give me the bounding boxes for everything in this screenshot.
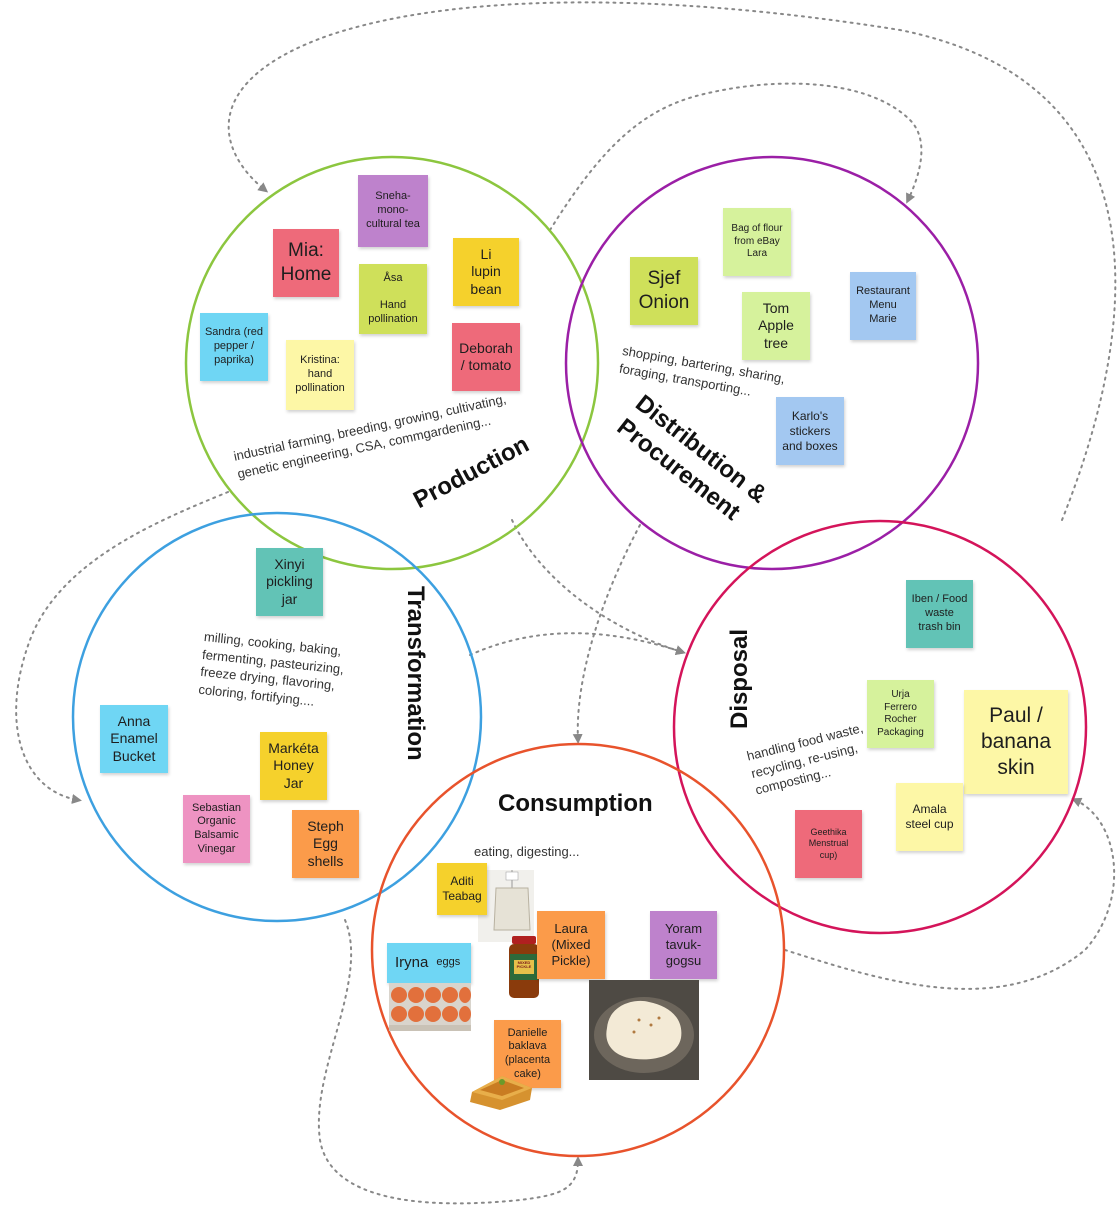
distribution-circle (564, 155, 980, 571)
note-deborah[interactable]: Deborah / tomato (452, 323, 520, 391)
note-karlo[interactable]: Karlo's stickers and boxes (776, 397, 844, 465)
note-aditi[interactable]: Aditi Teabag (437, 863, 487, 915)
pickle-jar-image: MIXED PICKLE (506, 936, 542, 1000)
note-kristina[interactable]: Kristina: hand pollination (286, 340, 354, 410)
note-sebastian[interactable]: Sebastian Organic Balsamic Vinegar (183, 795, 250, 863)
transformation-description: milling, cooking, baking, fermenting, pa… (197, 628, 345, 709)
disposal-label: Disposal (726, 628, 753, 729)
consumption-description: eating, digesting... (474, 844, 580, 859)
pickle-jar-label: MIXED PICKLE (516, 960, 532, 970)
disposal-circle (672, 519, 1088, 935)
note-sneha[interactable]: Sneha- mono- cultural tea (358, 175, 428, 247)
note-iryna-eggs: eggs (436, 956, 461, 969)
production-circle (184, 155, 600, 571)
note-laura[interactable]: Laura (Mixed Pickle) (537, 911, 605, 979)
note-li[interactable]: Li lupin bean (453, 238, 519, 306)
note-urja[interactable]: Urja Ferrero Rocher Packaging (867, 680, 934, 748)
teabag-image (478, 870, 534, 942)
note-steph[interactable]: Steph Egg shells (292, 810, 359, 878)
arrow-transformation-to-disposal (469, 632, 686, 656)
note-iryna[interactable]: Iryna eggs (387, 943, 471, 983)
consumption-circle (370, 742, 786, 1158)
note-iryna-name: Iryna (395, 953, 429, 971)
note-amala[interactable]: Amala steel cup (896, 783, 963, 851)
dessert-image (589, 980, 699, 1080)
note-anna[interactable]: Anna Enamel Bucket (100, 705, 168, 773)
arrow-production-to-distribution (549, 82, 923, 231)
arrow-production-to-transformation (15, 491, 229, 804)
note-marketa[interactable]: Markéta Honey Jar (260, 732, 327, 800)
note-asa[interactable]: Åsa Hand pollination (359, 264, 427, 334)
note-yoram[interactable]: Yoram tavuk- gogsu (650, 911, 717, 979)
baklava-image (466, 1068, 538, 1112)
note-mia[interactable]: Mia: Home (273, 229, 339, 297)
arrow-top-loop (227, 1, 1117, 521)
eggs-image (389, 983, 471, 1031)
note-geethika[interactable]: Geethika Menstrual cup) (795, 810, 862, 878)
note-xinyi[interactable]: Xinyi pickling jar (256, 548, 323, 616)
consumption-label: Consumption (498, 790, 653, 817)
note-iben[interactable]: Iben / Food waste trash bin (906, 580, 973, 648)
arrow-production-to-disposal (511, 519, 686, 656)
note-tom[interactable]: Tom Apple tree (742, 292, 810, 360)
transformation-circle (71, 511, 483, 923)
arrow-consumption-to-disposal (784, 797, 1116, 990)
note-sjef[interactable]: Sjef Onion (630, 257, 698, 325)
arrow-transformation-to-consumption (317, 919, 583, 1205)
arrow-distribution-to-consumption (572, 524, 641, 744)
note-paul[interactable]: Paul / banana skin (964, 690, 1068, 794)
transformation-label: Transformation (402, 586, 429, 761)
note-danielle[interactable]: Danielle baklava (placenta cake) (494, 1020, 561, 1088)
note-restaurant[interactable]: Restaurant Menu Marie (850, 272, 916, 340)
note-flour[interactable]: Bag of flour from eBay Lara (723, 208, 791, 276)
note-sandra[interactable]: Sandra (red pepper / paprika) (200, 313, 268, 381)
